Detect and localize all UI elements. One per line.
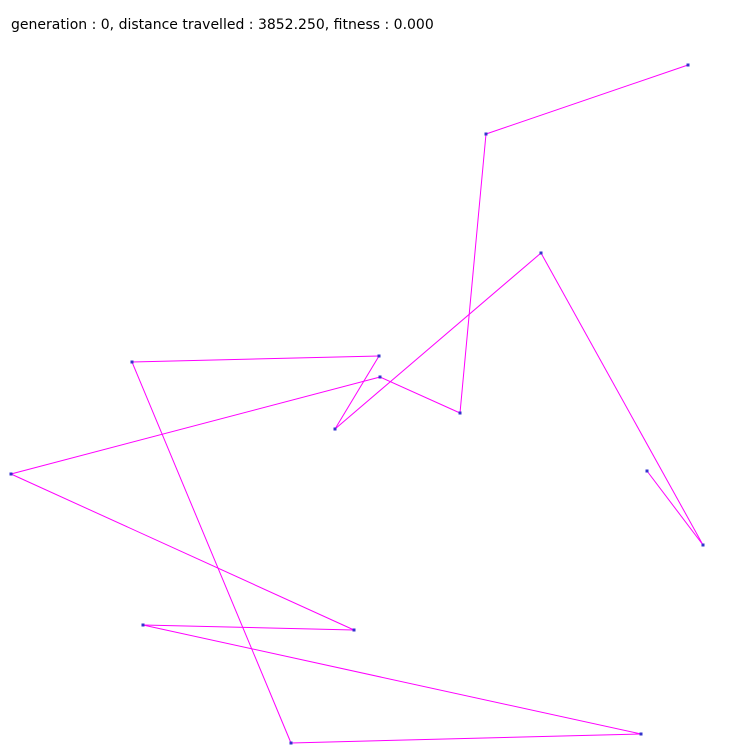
- city-point: [378, 375, 382, 379]
- city-point: [701, 543, 705, 547]
- route-edges: [10, 64, 704, 744]
- city-point: [130, 360, 134, 364]
- city-point: [484, 132, 488, 136]
- city-point: [141, 623, 145, 627]
- city-point: [639, 732, 643, 736]
- route-segment: [131, 361, 292, 744]
- city-point: [352, 628, 356, 632]
- route-segment: [540, 252, 704, 546]
- route-segment: [131, 355, 380, 363]
- route-segment: [459, 133, 487, 414]
- city-point: [458, 411, 462, 415]
- route-segment: [290, 733, 642, 744]
- route-segment: [646, 470, 704, 546]
- city-point: [333, 427, 337, 431]
- route-segment: [334, 355, 380, 430]
- route-segment: [379, 376, 461, 414]
- route-segment: [334, 252, 542, 430]
- city-point: [539, 251, 543, 255]
- city-points: [9, 63, 705, 745]
- route-segment: [485, 64, 689, 135]
- city-point: [377, 354, 381, 358]
- route-segment: [142, 624, 355, 631]
- city-point: [686, 63, 690, 67]
- route-segment: [10, 376, 381, 475]
- route-segment: [10, 473, 355, 631]
- city-point: [9, 472, 13, 476]
- route-segment: [142, 624, 642, 735]
- status-text: generation : 0, distance travelled : 385…: [11, 17, 434, 33]
- city-point: [645, 469, 649, 473]
- city-point: [289, 741, 293, 745]
